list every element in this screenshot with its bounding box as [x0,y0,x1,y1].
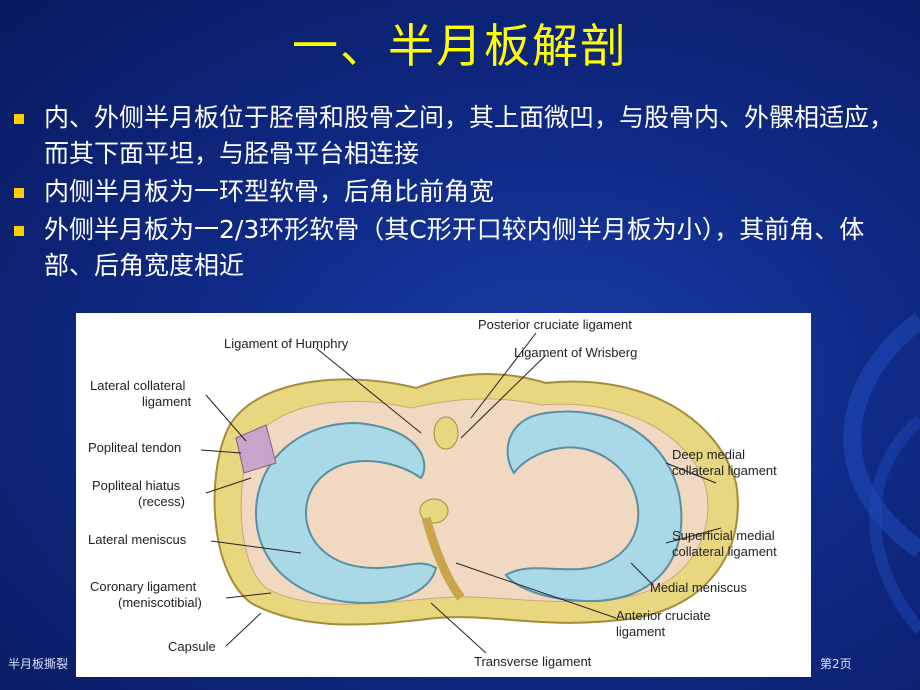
medial-meniscus-shape [504,410,683,603]
square-bullet-icon [14,114,24,124]
bullet-text: 内、外侧半月板位于胫骨和股骨之间，其上面微凹，与股骨内、外髁相适应，而其下面平坦… [44,103,895,168]
acl-band [421,516,465,601]
label-transverse: Transverse ligament [474,654,592,669]
label-lateral-meniscus: Lateral meniscus [88,532,187,547]
bullet-item: 外侧半月板为一2/3环形软骨（其C形开口较内侧半月板为小），其前角、体部、后角宽… [12,212,912,284]
bullet-text: 外侧半月板为一2/3环形软骨（其C形开口较内侧半月板为小），其前角、体部、后角宽… [44,215,865,280]
label-medial-meniscus: Medial meniscus [650,580,747,595]
label-coronary-2: (meniscotibial) [118,595,202,610]
leader-lines [200,332,722,654]
label-popliteal-hiatus-1: Popliteal hiatus [92,478,181,493]
decorative-swoosh [843,312,920,634]
label-posterior-cruciate: Posterior cruciate ligament [478,317,632,332]
bullet-item: 内、外侧半月板位于胫骨和股骨之间，其上面微凹，与股骨内、外髁相适应，而其下面平坦… [12,100,912,172]
meniscus-anatomy-figure: Posterior cruciate ligament Ligament of … [76,313,811,677]
label-deep-medial-1: Deep medial [672,447,745,462]
label-popliteal-tendon: Popliteal tendon [88,440,181,455]
page-number: 第2页 [820,657,852,671]
label-capsule: Capsule [168,639,216,654]
meniscus-diagram: Posterior cruciate ligament Ligament of … [88,317,777,669]
lateral-meniscus-shape [254,421,438,605]
label-anterior-cruciate-2: ligament [616,624,666,639]
acl-stump [419,498,449,524]
slide-title: 一、半月板解剖 [292,19,628,73]
label-lateral-collateral-2: ligament [142,394,192,409]
bullet-list: 内、外侧半月板位于胫骨和股骨之间，其上面微凹，与股骨内、外髁相适应，而其下面平坦… [12,100,912,284]
label-superficial-medial-2: collateral ligament [672,544,777,559]
label-lateral-collateral-1: Lateral collateral [90,378,185,393]
pcl-stump [433,416,459,450]
label-superficial-medial-1: Superficial medial [672,528,775,543]
label-popliteal-hiatus-2: (recess) [138,494,185,509]
label-coronary-1: Coronary ligament [90,579,197,594]
square-bullet-icon [14,226,24,236]
popliteal-tendon-shape [235,424,277,474]
bullet-item: 内侧半月板为一环型软骨，后角比前角宽 [12,174,912,210]
label-anterior-cruciate-1: Anterior cruciate [616,608,711,623]
label-humphry: Ligament of Humphry [224,336,349,351]
label-wrisberg: Ligament of Wrisberg [514,345,637,360]
bullet-text: 内侧半月板为一环型软骨，后角比前角宽 [44,177,495,206]
label-deep-medial-2: collateral ligament [672,463,777,478]
footer-title: 半月板撕裂 [8,657,69,671]
square-bullet-icon [14,188,24,198]
